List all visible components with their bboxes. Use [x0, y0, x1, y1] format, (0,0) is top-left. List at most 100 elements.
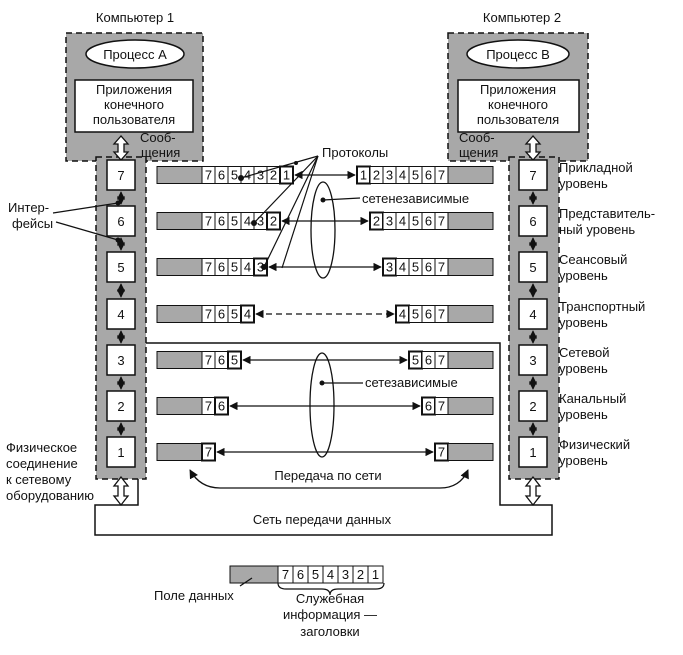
physical-connection-line-3: к сетевому	[6, 472, 72, 487]
computer1-app-line-2: конечного	[104, 97, 164, 112]
right-header-number: 2	[373, 214, 380, 229]
right-header-number: 5	[412, 168, 419, 183]
computer1-level-number-5: 5	[117, 260, 124, 275]
right-header-number: 3	[386, 260, 393, 275]
left-header-number: 6	[218, 260, 225, 275]
computer1-level-number-3: 3	[117, 353, 124, 368]
left-data-field	[156, 166, 203, 184]
right-header-number: 6	[425, 399, 432, 414]
computer2-app-line-2: конечного	[488, 97, 548, 112]
computer1-level-number-2: 2	[117, 399, 124, 414]
computer1-level-box-5	[106, 251, 136, 283]
left-header-number: 6	[218, 399, 225, 414]
right-header-number: 3	[386, 168, 393, 183]
left-data-field	[156, 258, 203, 276]
right-header-number: 3	[386, 214, 393, 229]
physical-connection-line-4: оборудованию	[6, 488, 94, 503]
right-header-number: 5	[412, 214, 419, 229]
right-header-number: 7	[438, 399, 445, 414]
computer1-level-box-2	[106, 390, 136, 422]
computer2-level-box-1	[518, 436, 548, 468]
protocols-pointers	[240, 155, 319, 269]
level-name-1-line-1: Физический	[559, 437, 630, 452]
legend-header-number: 5	[312, 567, 319, 582]
physical-connection-line-2: соединение	[6, 456, 78, 471]
left-header-number: 4	[244, 307, 251, 322]
left-data-field	[156, 212, 203, 230]
network-label: Сеть передачи данных	[253, 512, 392, 527]
computer2-title: Компьютер 2	[483, 10, 561, 25]
legend-header-number: 1	[372, 567, 379, 582]
physical-connection-line-1: Физическое	[6, 440, 77, 455]
left-header-number: 3	[257, 168, 264, 183]
left-header-number: 7	[205, 445, 212, 460]
computer1-level-number-4: 4	[117, 307, 124, 322]
level-name-5-line-2: уровень	[559, 268, 608, 283]
computer2-level-number-7: 7	[529, 168, 536, 183]
right-header-number: 7	[438, 214, 445, 229]
legend-data-field-label: Поле данных	[154, 588, 234, 603]
right-data-field	[447, 351, 494, 369]
computer1-level-number-7: 7	[117, 168, 124, 183]
level-name-6-line-2: ный уровень	[559, 222, 635, 237]
transfer-label: Передача по сети	[274, 468, 381, 483]
legend-header-number: 4	[327, 567, 334, 582]
legend-header-number: 2	[357, 567, 364, 582]
legend-header-cell	[367, 565, 384, 584]
network-independent-dot	[320, 197, 326, 203]
right-data-field	[447, 212, 494, 230]
computer2-level-number-6: 6	[529, 214, 536, 229]
interfaces-pointer-2	[55, 221, 119, 241]
computer2-messages-line-1: Сооб-	[459, 130, 495, 145]
level-name-1-line-2: уровень	[559, 453, 608, 468]
right-data-field	[447, 166, 494, 184]
left-data-field	[156, 443, 203, 461]
legend-header-number: 3	[342, 567, 349, 582]
legend-data-field	[229, 565, 279, 584]
right-header-number: 7	[438, 353, 445, 368]
right-header-number: 4	[399, 307, 406, 322]
level-name-3-line-1: Сетевой	[559, 345, 609, 360]
computer2-level-box-5	[518, 251, 548, 283]
network-dependent-ellipse	[309, 352, 335, 458]
left-header-number: 2	[270, 214, 277, 229]
level-name-2-line-2: уровень	[559, 407, 608, 422]
legend-header-number: 7	[282, 567, 289, 582]
computer2-physical-arrow	[524, 475, 542, 507]
left-header-cell	[279, 165, 294, 185]
left-header-number: 7	[205, 260, 212, 275]
computer1-level-box-1	[106, 436, 136, 468]
right-header-number: 4	[399, 260, 406, 275]
computer1-app-line-1: Приложения	[96, 82, 172, 97]
computer1-app-box	[74, 79, 194, 133]
right-header-number: 7	[438, 168, 445, 183]
right-header-number: 5	[412, 260, 419, 275]
computer2-level-box-4	[518, 298, 548, 330]
right-header-number: 7	[438, 260, 445, 275]
computer1-physical-arrow	[112, 475, 130, 507]
right-header-number: 6	[425, 307, 432, 322]
left-header-number: 5	[231, 260, 238, 275]
network-independent-ellipse	[310, 181, 336, 279]
right-header-number: 4	[399, 168, 406, 183]
right-data-field	[447, 443, 494, 461]
computer2-process-label: Процесс В	[486, 47, 550, 62]
right-header-number: 7	[438, 445, 445, 460]
network-independent-label: сетенезависимые	[362, 191, 469, 206]
computer1-level-number-6: 6	[117, 214, 124, 229]
left-data-field	[156, 305, 203, 323]
legend-header-number: 6	[297, 567, 304, 582]
legend-service-info-line-1: Служебная	[296, 591, 364, 606]
legend-data-field-pointer	[239, 577, 253, 587]
left-header-number: 7	[205, 214, 212, 229]
left-header-number: 3	[257, 260, 264, 275]
left-header-number: 7	[205, 168, 212, 183]
